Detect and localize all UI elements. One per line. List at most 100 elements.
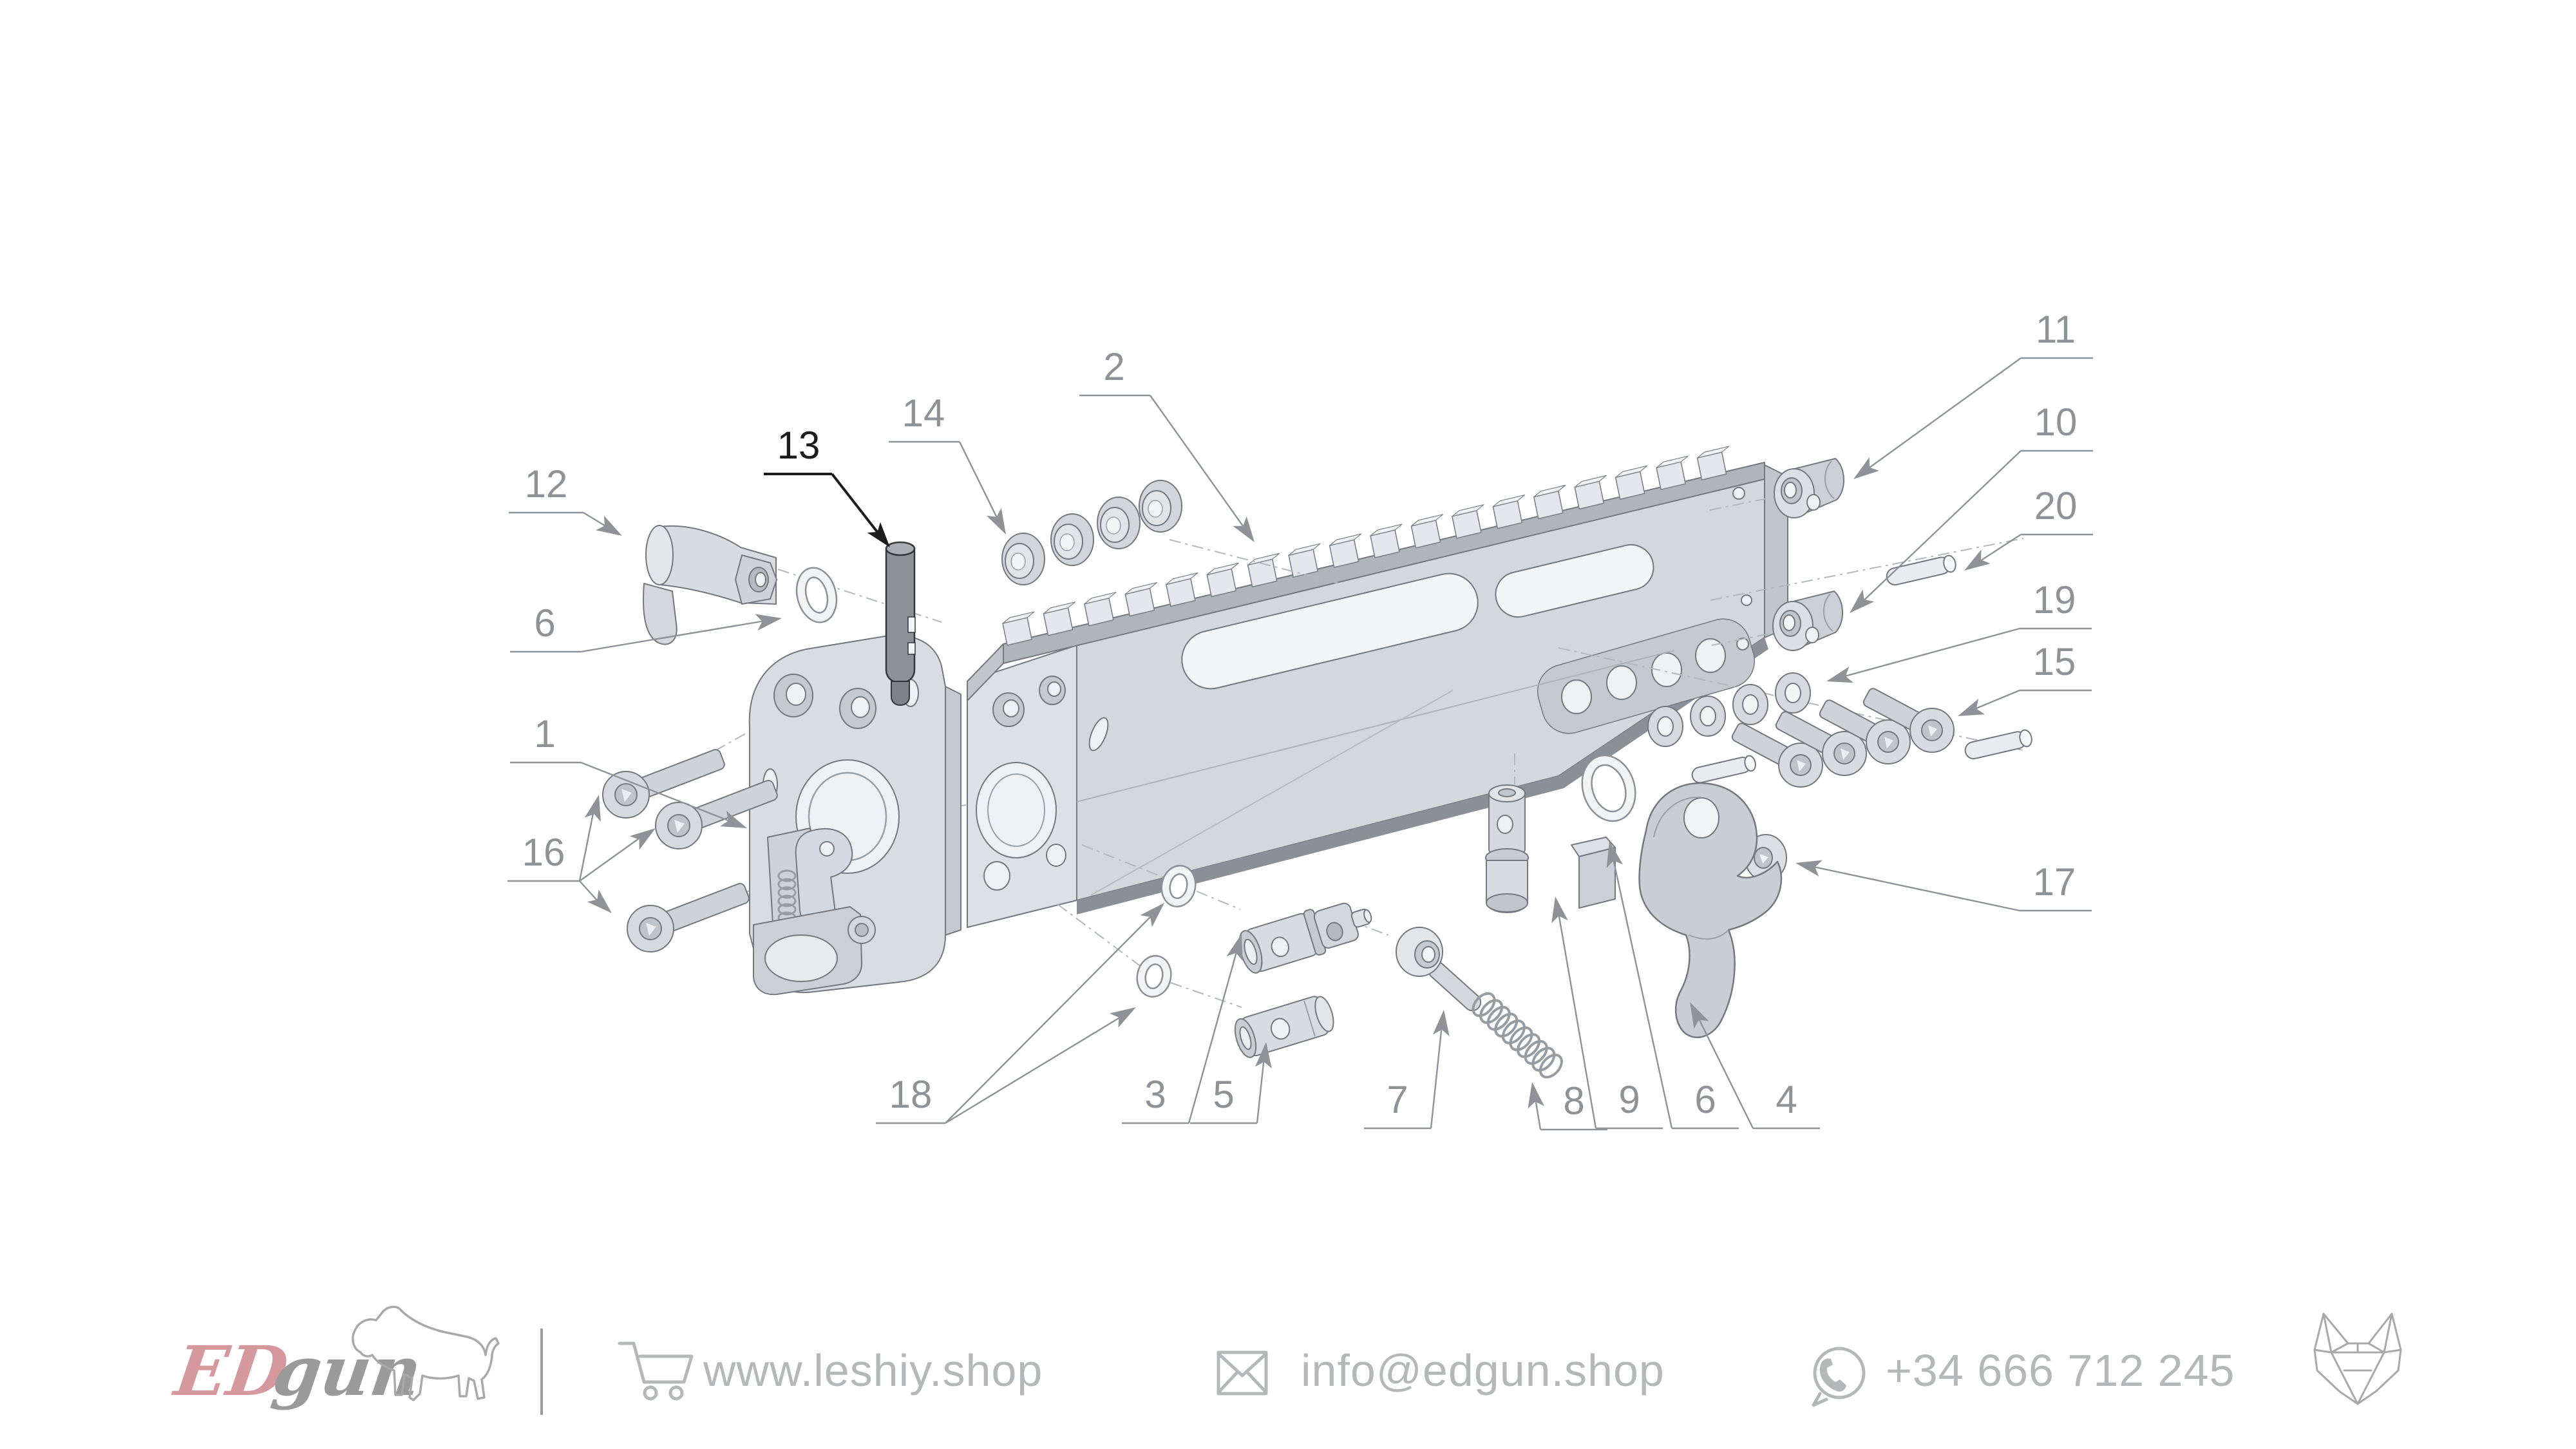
leader-line <box>1804 864 2020 912</box>
leader-line <box>580 761 739 826</box>
leader-line <box>1150 395 1249 534</box>
fox-logo-icon <box>2313 1312 2402 1405</box>
picatinny-rail-teeth <box>1002 446 1730 646</box>
leader-arrowhead <box>1606 841 1624 868</box>
screws-15 <box>1731 688 1955 788</box>
leader-line <box>579 831 649 882</box>
leader-arrowhead <box>1432 1010 1450 1037</box>
callout-label-9: 9 <box>1618 1078 1640 1121</box>
email-icon <box>1217 1350 1268 1396</box>
callout-label-16: 16 <box>522 831 565 874</box>
footer: ED gun www.leshiy.shop info@edgun.shop +… <box>168 1305 2402 1415</box>
panel-hole-small <box>1736 638 1749 650</box>
front-hole <box>983 861 1010 891</box>
callout-label-14: 14 <box>902 392 945 435</box>
brand-ed: ED <box>168 1331 292 1411</box>
callout-label-20: 20 <box>2034 484 2078 527</box>
leader-line <box>958 441 1002 526</box>
o-ring-6-right <box>1581 754 1636 822</box>
callout-label-10: 10 <box>2034 401 2078 444</box>
panel-hole <box>1561 679 1592 714</box>
leader-line <box>578 803 596 882</box>
leader-line <box>945 909 1159 1124</box>
front-hole <box>1047 681 1061 697</box>
end-hole-small <box>1741 594 1752 606</box>
o-rings-18 <box>1136 864 1197 998</box>
pins-20 <box>1691 554 2032 784</box>
plate-hole <box>786 683 806 706</box>
leader-line <box>1858 450 2022 606</box>
receiver-bottom-edge <box>1077 638 1768 914</box>
swivel-plug-12 <box>642 525 777 645</box>
side-crease <box>1076 650 1675 802</box>
leader-arrowhead <box>1850 589 1875 613</box>
leader-arrowhead <box>986 507 1006 535</box>
leader-line <box>1862 357 2022 473</box>
callout-label-5: 5 <box>1213 1073 1234 1116</box>
email-link[interactable]: info@edgun.shop <box>1301 1345 1665 1396</box>
leader-arrowhead <box>1690 1002 1709 1029</box>
valve-body-3 <box>1238 902 1372 974</box>
plate-hole <box>851 696 870 718</box>
callout-label-13: 13 <box>777 424 820 467</box>
callout-label-19: 19 <box>2033 578 2076 621</box>
ball-link-7 <box>1396 927 1482 1012</box>
leader-arrowhead <box>720 810 747 828</box>
side-oblong-hole <box>1088 717 1109 752</box>
latch-screw-socket <box>855 923 869 937</box>
front-hole <box>1003 699 1019 717</box>
brand-gun: gun <box>268 1331 426 1411</box>
callout-label-8: 8 <box>1563 1079 1584 1122</box>
leader-arrowhead <box>1233 516 1255 542</box>
leader-arrowhead <box>1551 896 1568 923</box>
washers-19 <box>1647 672 1811 747</box>
o-ring-6-left <box>795 567 838 623</box>
leader-line <box>945 1011 1129 1124</box>
end-hole-small <box>1732 487 1745 500</box>
callout-label-4: 4 <box>1776 1078 1797 1121</box>
phone-number[interactable]: +34 666 712 245 <box>1886 1345 2235 1396</box>
screws-16 <box>602 749 778 952</box>
latch-roller <box>764 934 838 982</box>
bushing-11 <box>1774 458 1845 518</box>
front-bore <box>976 762 1057 858</box>
cocking-pin-13 <box>885 541 916 706</box>
leader-arrowhead <box>587 889 612 913</box>
dog-logo-icon <box>352 1305 500 1401</box>
leader-line <box>1556 905 1597 1129</box>
dash-dot-line <box>1057 904 1150 973</box>
leader-arrowhead <box>595 515 622 536</box>
leader-arrowhead <box>1853 457 1880 479</box>
leader-line <box>1694 1010 1754 1129</box>
callout-label-15: 15 <box>2033 640 2076 683</box>
dash-dot-line <box>1710 538 2024 601</box>
dash-dot-line <box>1081 844 1177 883</box>
callout-label-6: 6 <box>1694 1078 1716 1121</box>
leader-line <box>1430 1018 1444 1129</box>
website-link[interactable]: www.leshiy.shop <box>703 1345 1043 1396</box>
sear-hole <box>1683 797 1719 838</box>
callout-label-7: 7 <box>1387 1078 1408 1121</box>
panel-hole <box>1606 665 1637 700</box>
piston-5 <box>1234 996 1334 1058</box>
leader-arrowhead <box>1795 860 1823 877</box>
hammer-spring-8 <box>1472 992 1563 1079</box>
leader-line <box>1835 627 2020 680</box>
side-slot-short <box>1495 544 1654 618</box>
leader-line <box>1256 1050 1266 1124</box>
leader-arrowhead <box>1140 903 1164 927</box>
side-slot-long <box>1181 573 1479 690</box>
front-hole <box>1046 844 1066 867</box>
leader-arrowhead <box>867 522 890 547</box>
cart-icon <box>618 1341 694 1401</box>
callout-label-3: 3 <box>1144 1073 1166 1116</box>
leader-arrowhead <box>629 828 656 850</box>
leader-line <box>1610 849 1673 1129</box>
leader-arrowhead <box>1255 1042 1272 1069</box>
sear-lever-4 <box>1571 782 1783 1038</box>
dash-dot-line <box>1709 498 1768 511</box>
side-crease <box>1090 690 1454 896</box>
callout-label-6: 6 <box>534 601 555 645</box>
dash-dot-line <box>1169 539 1340 584</box>
